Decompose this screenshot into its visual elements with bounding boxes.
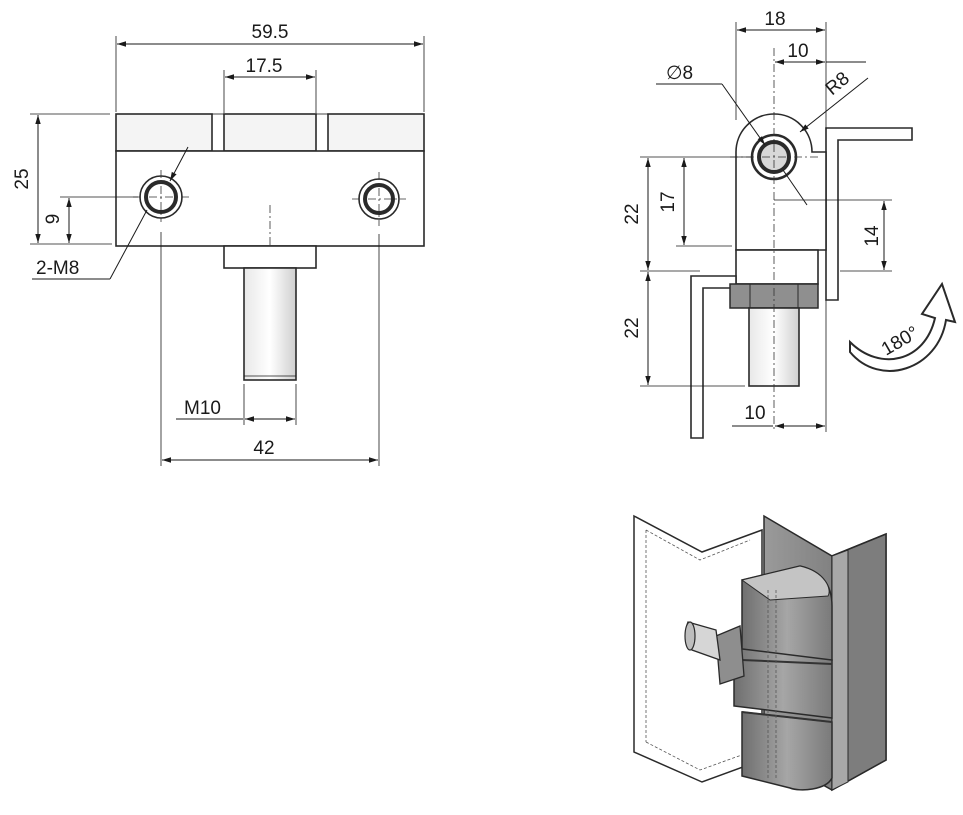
dim-knuckle-radius: R8 bbox=[822, 68, 854, 100]
knuckle-right bbox=[327, 113, 425, 152]
isometric-view bbox=[633, 514, 887, 792]
dim-stud-offset: 10 bbox=[744, 403, 765, 424]
dim-center-knuckle: 17.5 bbox=[246, 56, 283, 77]
iso-knuckle-bottom bbox=[741, 711, 833, 791]
lower-block bbox=[735, 249, 819, 285]
dim-lower-height: 22 bbox=[622, 317, 643, 338]
knuckle-left bbox=[115, 113, 213, 152]
curved-arrow-icon bbox=[849, 281, 957, 372]
dim-stud-thread: M10 bbox=[184, 398, 221, 419]
stud bbox=[243, 267, 297, 381]
dim-hole-offset: 9 bbox=[43, 214, 64, 225]
dim-half-width: 10 bbox=[787, 41, 808, 62]
knuckle-center bbox=[223, 113, 317, 152]
dim-leaf-offset: 14 bbox=[862, 225, 883, 247]
stud-base bbox=[223, 245, 317, 269]
upper-leaf bbox=[825, 127, 913, 301]
side-view: 18 10 ∅8 R8 22 17 14 22 1 bbox=[622, 9, 957, 439]
dim-overall-width: 59.5 bbox=[252, 22, 289, 43]
lower-leaf bbox=[690, 275, 737, 439]
iso-knuckle-top bbox=[740, 565, 833, 661]
callout-holes: 2-M8 bbox=[36, 258, 79, 279]
iso-nut bbox=[715, 625, 745, 685]
iso-knuckle-middle bbox=[733, 647, 833, 719]
dim-height: 25 bbox=[12, 168, 33, 189]
dim-upper-height: 22 bbox=[622, 203, 643, 224]
dim-hole-spacing: 42 bbox=[253, 438, 274, 459]
knuckle-body bbox=[735, 113, 827, 251]
front-view: 59.5 17.5 25 9 2-M8 M10 42 bbox=[12, 22, 425, 466]
dim-pin-height: 17 bbox=[658, 191, 679, 212]
dim-side-width: 18 bbox=[764, 9, 785, 30]
dim-pin-diameter: ∅8 bbox=[666, 63, 693, 84]
